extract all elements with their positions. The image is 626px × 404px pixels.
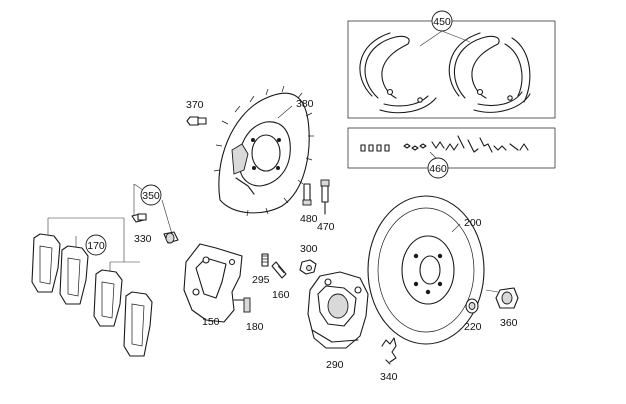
group-340-spring-clip: 340: [380, 337, 398, 383]
label-330: 330: [134, 233, 152, 245]
group-370-bolt: 370: [186, 99, 207, 126]
group-160-bolt: 160: [271, 261, 290, 301]
group-170-brake-pads: 170: [31, 217, 153, 357]
group-380-backing-plate: 380: [213, 85, 314, 217]
group-350-guide-pins: 350 330: [131, 183, 179, 245]
group-290-caliper: 290: [307, 271, 369, 371]
label-220: 220: [464, 321, 482, 333]
group-360-cap: 360: [485, 287, 519, 329]
label-150: 150: [202, 316, 220, 328]
group-460-hardware-kit: 460: [347, 127, 556, 179]
label-450: 450: [433, 16, 451, 28]
group-295-spring: 295: [252, 253, 270, 286]
label-380: 380: [296, 98, 314, 110]
label-370: 370: [186, 99, 204, 111]
group-480-470-screws: 480 470: [300, 179, 335, 233]
label-340: 340: [380, 371, 398, 383]
group-450-brake-shoes: 450: [347, 10, 556, 119]
label-300: 300: [300, 243, 318, 255]
label-360: 360: [500, 317, 518, 329]
label-480: 480: [300, 213, 318, 225]
label-290: 290: [326, 359, 344, 371]
group-180-wear-sensor: 180: [233, 297, 264, 333]
label-170: 170: [87, 240, 105, 252]
bubble-450: [431, 10, 453, 32]
bubble-170: [85, 234, 107, 256]
label-350: 350: [142, 190, 160, 202]
group-150-caliper-bracket: 150: [183, 243, 243, 328]
group-200-brake-disc: 200: [367, 195, 485, 345]
label-295: 295: [252, 274, 270, 286]
label-160: 160: [272, 289, 290, 301]
bubble-350: [140, 184, 162, 206]
group-220-screw: 220: [464, 298, 482, 333]
label-180: 180: [246, 321, 264, 333]
box-460: [347, 127, 556, 169]
box-450: [347, 20, 556, 119]
bubble-460: [427, 157, 449, 179]
group-300-bolt: 300: [299, 243, 318, 275]
label-200: 200: [464, 217, 482, 229]
label-470: 470: [317, 221, 335, 233]
label-460: 460: [429, 163, 447, 175]
